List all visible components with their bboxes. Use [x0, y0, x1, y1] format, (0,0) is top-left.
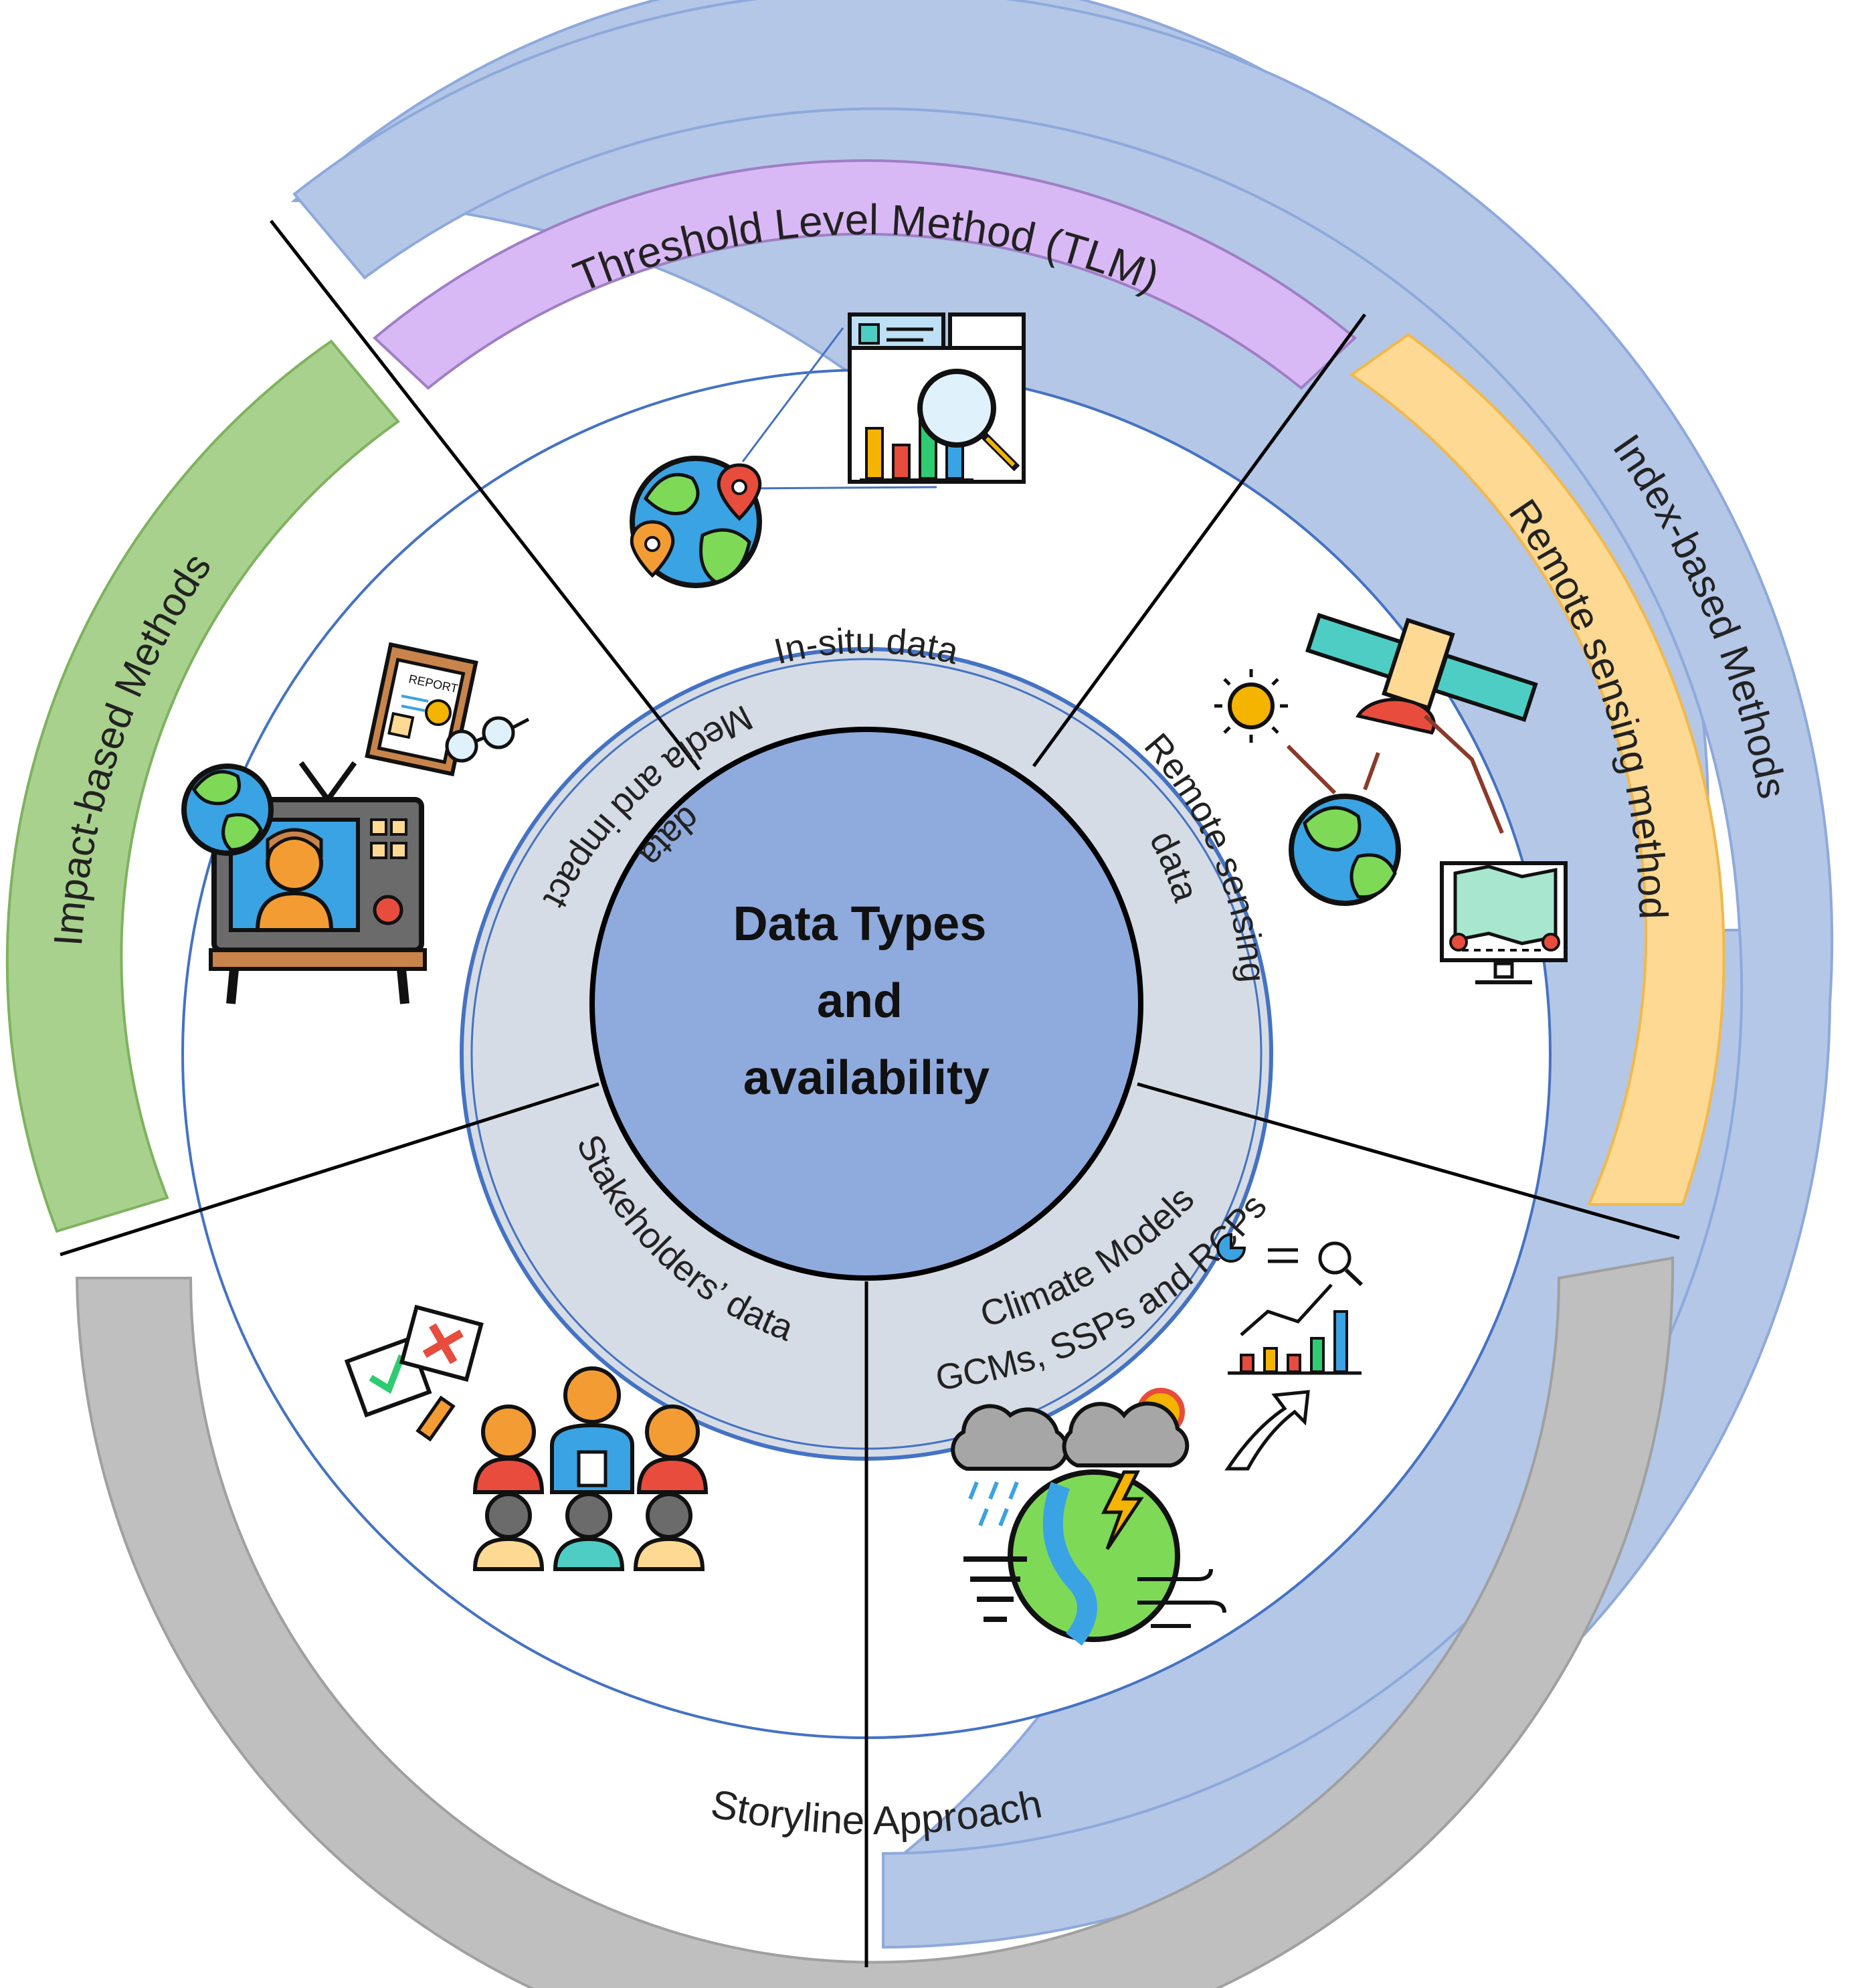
storm-earth-icon — [951, 1388, 1226, 1646]
map-monitor-icon — [1440, 861, 1568, 984]
sun-icon — [1214, 669, 1288, 743]
earth-icon — [1286, 714, 1504, 906]
stakeholders-icon — [344, 1304, 709, 1571]
center-circle — [589, 727, 1143, 1281]
storyline-arc — [75, 1256, 1675, 1988]
sector-dividers — [60, 219, 1680, 1967]
in-situ-icon — [630, 312, 1026, 588]
remote-sensing-arc — [1349, 333, 1725, 1206]
center-title: Data Types and availability — [733, 897, 1000, 1105]
center-title-line-1: Data Types — [733, 897, 987, 951]
index-based-arc — [292, 0, 1834, 1949]
center-title-line-3: availability — [743, 1051, 990, 1105]
storyline-label: Storyline Approach — [707, 1781, 1045, 1843]
globe-icon — [181, 763, 274, 856]
center-title-line-2: and — [817, 974, 903, 1028]
threshold-level-arc — [372, 159, 1358, 390]
analytics-chart-icon — [1216, 1233, 1364, 1471]
television-icon — [209, 761, 427, 1004]
impact-based-arc — [5, 339, 400, 1233]
glasses-icon — [445, 716, 530, 763]
